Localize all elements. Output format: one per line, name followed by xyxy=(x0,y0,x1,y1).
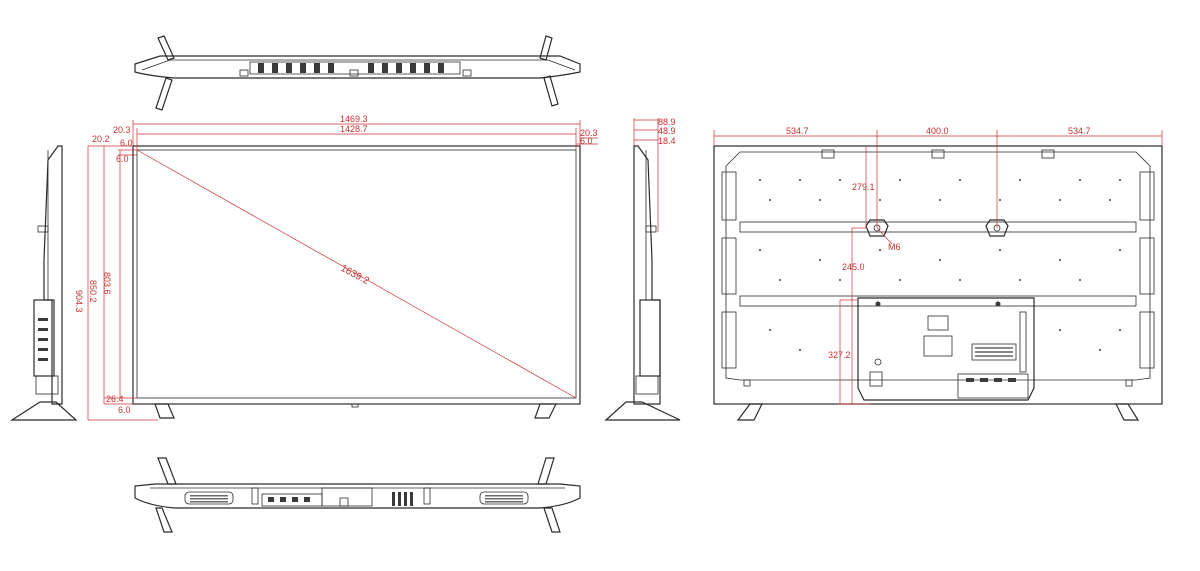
front-view: 1469.3 1428.7 20.3 20.3 20.2 6.0 6.0 6.0… xyxy=(74,114,598,421)
speaker-left xyxy=(184,491,234,505)
offset-left-a-label: 6.0 xyxy=(120,138,133,148)
bottom-offset-label: 6.0 xyxy=(118,405,131,415)
front-stand-right xyxy=(534,403,557,419)
vesa-horizontal-label: 400.0 xyxy=(926,126,949,136)
height-bottom-label: 327.2 xyxy=(828,350,851,360)
screen-area xyxy=(136,149,577,399)
rear-outline xyxy=(713,145,1163,405)
height-top-label: 279.1 xyxy=(852,182,875,192)
speaker-grille xyxy=(971,343,1017,361)
left-side-stand xyxy=(9,401,78,421)
diagonal-line xyxy=(136,149,577,399)
port-panel xyxy=(957,373,1029,399)
height-mid-label: 245.0 xyxy=(842,262,865,272)
screen-width-label: 1428.7 xyxy=(340,124,368,134)
mount-screw-label: M6 xyxy=(888,242,901,252)
mount-point-right xyxy=(985,219,1009,237)
top-view xyxy=(134,35,581,111)
mount-point-left xyxy=(865,219,889,237)
bottom-view xyxy=(134,457,581,533)
panel-height-label: 850.2 xyxy=(88,280,98,303)
offset-right-label: 6.0 xyxy=(580,136,593,146)
overall-width-label: 1469.3 xyxy=(340,114,368,124)
bottom-bezel-label: 26.4 xyxy=(106,394,124,404)
depth-thin-label: 18.4 xyxy=(658,136,676,146)
total-height-label: 904.3 xyxy=(74,290,84,313)
right-side-stand xyxy=(604,401,681,421)
bezel-left-label: 20.2 xyxy=(92,134,110,144)
right-side-view: 88.9 48.9 18.4 xyxy=(604,117,681,421)
offset-left-b-label: 6.0 xyxy=(116,154,129,164)
bezel-right-top-label: 20.3 xyxy=(580,128,598,138)
rear-left-margin-label: 534.7 xyxy=(786,126,809,136)
depth-total-label: 88.9 xyxy=(658,117,676,127)
depth-mid-label: 48.9 xyxy=(658,126,676,136)
bezel-left-top-label: 20.3 xyxy=(113,125,131,135)
diagonal-label: 1639.2 xyxy=(339,263,372,287)
rear-view: 534.7 400.0 534.7 279.1 M6 245.0 327.2 xyxy=(713,126,1163,421)
rear-stand-left xyxy=(736,403,763,421)
main-board-cover xyxy=(857,297,1035,401)
rear-stand-right xyxy=(1115,403,1140,421)
rear-right-margin-label: 534.7 xyxy=(1068,126,1091,136)
screen-height-label: 803.6 xyxy=(102,272,112,295)
front-stand-left xyxy=(154,403,175,419)
left-side-view xyxy=(9,145,78,421)
speaker-right xyxy=(479,491,529,505)
